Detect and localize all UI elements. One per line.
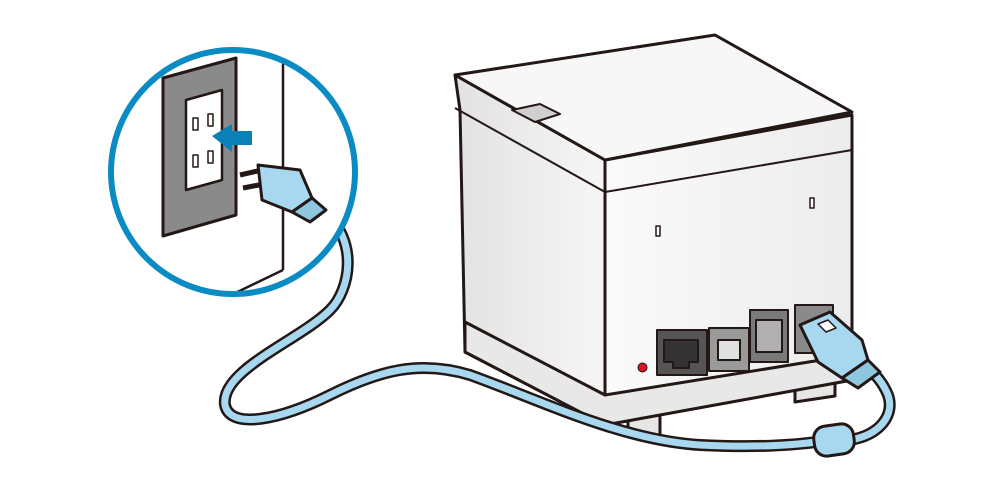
outlet-slot bbox=[207, 150, 214, 164]
polarity-arrow-icon bbox=[817, 319, 837, 333]
outlet-slot bbox=[207, 113, 214, 127]
outlet-slot bbox=[192, 154, 199, 168]
outlet-face bbox=[184, 88, 224, 192]
printer bbox=[453, 33, 854, 438]
vent-slot bbox=[809, 197, 815, 209]
vent-slot bbox=[655, 225, 661, 237]
outlet-slot bbox=[192, 117, 199, 131]
insert-arrow-icon bbox=[212, 124, 252, 152]
led-indicator bbox=[637, 362, 648, 373]
wall-power-plug bbox=[239, 163, 328, 224]
callout-ring bbox=[108, 47, 358, 297]
lid-seam bbox=[454, 107, 853, 193]
ferrite-core bbox=[812, 422, 856, 458]
printer-power-plug bbox=[798, 310, 882, 390]
drawer-kick-port bbox=[749, 309, 789, 363]
wall-outlet-callout bbox=[108, 47, 358, 297]
ethernet-port bbox=[656, 329, 708, 376]
usb-b-port bbox=[708, 327, 750, 372]
lid-open-tab bbox=[511, 103, 561, 123]
printer-top-lid bbox=[453, 33, 854, 162]
